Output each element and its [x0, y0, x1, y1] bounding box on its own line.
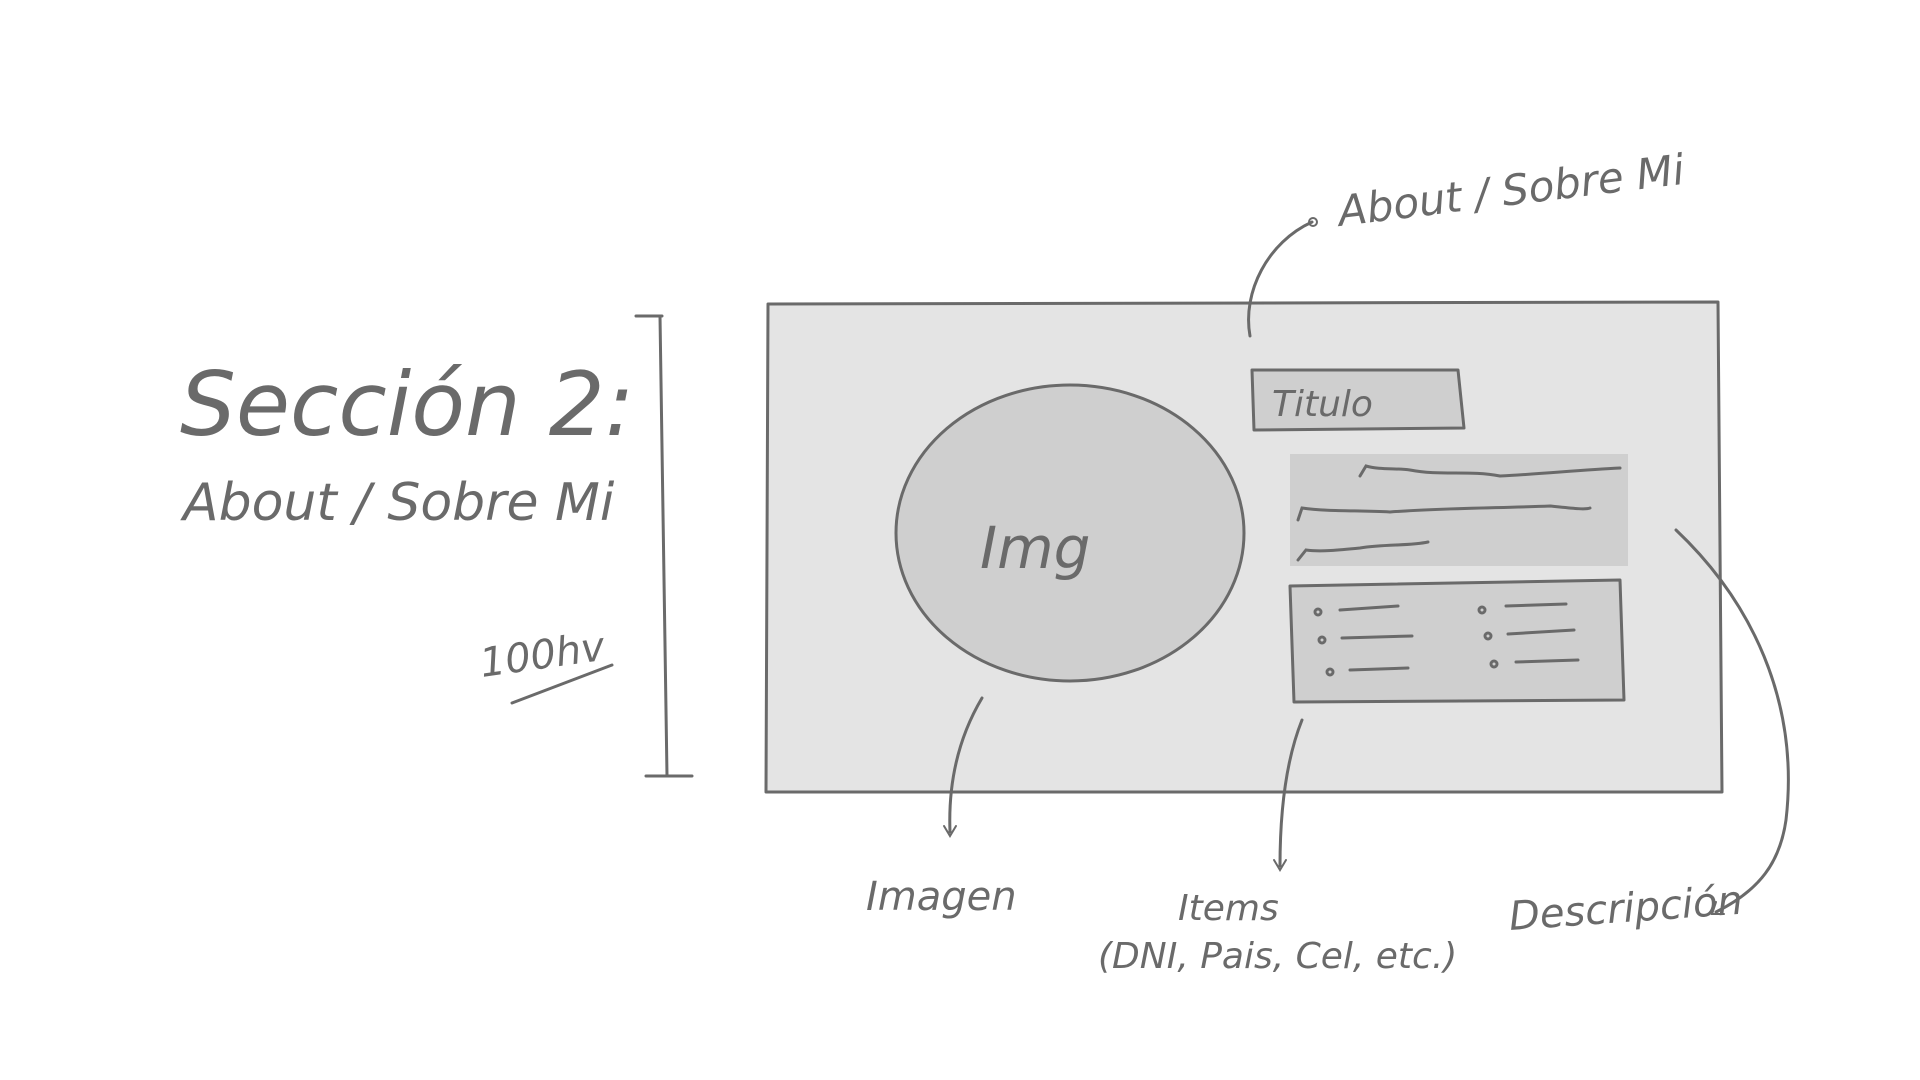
height-label-underline [510, 663, 614, 705]
height-label: 100hv [477, 624, 609, 687]
description-annotation-arrowhead [1710, 901, 1725, 915]
items-annotation-arrowhead [1273, 859, 1287, 872]
image-placeholder-label: Img [980, 514, 1090, 582]
items-annotation-sublabel: (DNI, Pais, Cel, etc.) [1098, 936, 1457, 977]
top-callout-arrow [1247, 220, 1314, 338]
items-annotation-label: Items [1178, 888, 1279, 929]
title-box [1250, 368, 1466, 432]
items-list [1313, 602, 1580, 677]
section-title: Sección 2: [180, 353, 634, 456]
image-placeholder-circle [894, 383, 1246, 683]
items-annotation-arrow [1278, 718, 1304, 868]
top-callout-dot [1308, 217, 1318, 227]
image-annotation-arrow [948, 696, 984, 834]
items-block [1288, 578, 1626, 704]
description-annotation-arrow [1674, 528, 1790, 914]
title-box-label: Titulo [1272, 384, 1373, 425]
image-annotation-arrowhead [943, 825, 957, 838]
section-subtitle: About / Sobre Mi [180, 473, 615, 533]
image-annotation-label: Imagen [866, 874, 1017, 920]
description-annotation-label: Descripción [1507, 878, 1744, 940]
top-callout-label: About / Sobre Mi [1332, 145, 1687, 237]
height-bracket [634, 314, 694, 778]
description-text-lines [1296, 464, 1622, 562]
